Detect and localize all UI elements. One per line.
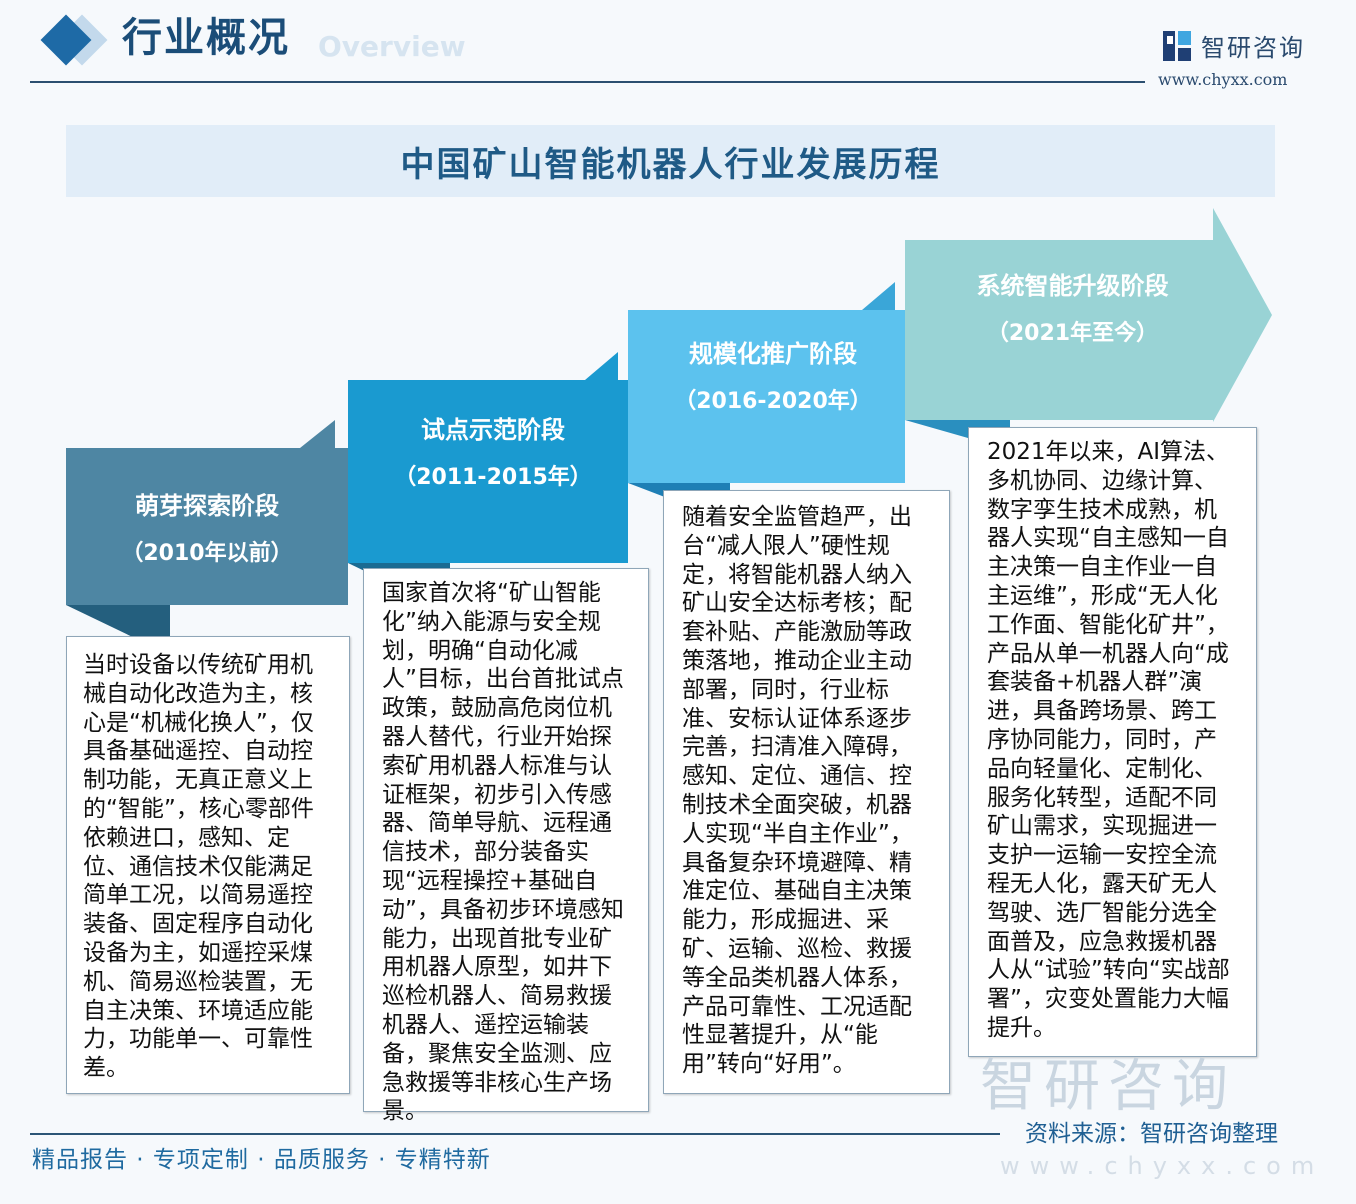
- stage-4-period: （2021年至今）: [986, 321, 1159, 346]
- stage-4-description: 2021年以来，AI算法、多机协同、边缘计算、数字孪生技术成熟，机器人实现“自主…: [987, 439, 1230, 1041]
- chart-title-band: 中国矿山智能机器人行业发展历程: [66, 125, 1275, 197]
- watermark-url: www.chyxx.com: [1000, 1152, 1325, 1180]
- stage-2-label: 试点示范阶段 （2011-2015年）: [348, 380, 638, 563]
- stage-1-top-tab: [300, 420, 335, 448]
- stage-1-description-box: 当时设备以传统矿用机械自动化改造为主，核心是“机械化换人”，仅具备基础遥控、自动…: [66, 636, 350, 1094]
- stage-1-name: 萌芽探索阶段: [135, 492, 279, 520]
- brand-url: www.chyxx.com: [1158, 70, 1288, 89]
- header-subtitle: Overview: [318, 30, 466, 63]
- brand-logo-icon: [1163, 30, 1191, 61]
- stage-1-label: 萌芽探索阶段 （2010年以前）: [66, 448, 348, 605]
- stage-2-shape: [348, 380, 628, 563]
- stage-4-name: 系统智能升级阶段: [976, 272, 1169, 300]
- stage-4-arrow: [905, 208, 1272, 422]
- stage-staircase: [66, 208, 1272, 655]
- stage-4-label: 系统智能升级阶段 （2021年至今）: [905, 240, 1240, 420]
- stage-3-name: 规模化推广阶段: [689, 340, 857, 368]
- header-title: 行业概况: [122, 15, 290, 61]
- brand-logo: 智研咨询: [1163, 28, 1305, 63]
- source-note: 资料来源：智研咨询整理: [1025, 1121, 1278, 1147]
- stage-3-label: 规模化推广阶段 （2016-2020年）: [628, 310, 918, 483]
- header-divider: [30, 81, 1145, 83]
- stage-2-description: 国家首次将“矿山智能化”纳入能源与安全规划，明确“自动化减人”目标，出台首批试点…: [382, 580, 624, 1125]
- stage-4-description-box: 2021年以来，AI算法、多机协同、边缘计算、数字孪生技术成熟，机器人实现“自主…: [968, 427, 1257, 1057]
- footer-divider: [30, 1133, 1000, 1135]
- stage-1-description: 当时设备以传统矿用机械自动化改造为主，核心是“机械化换人”，仅具备基础遥控、自动…: [83, 652, 314, 1082]
- stage-3-shape: [628, 310, 905, 483]
- brand-name: 智研咨询: [1201, 34, 1305, 62]
- stage-3-period: （2016-2020年）: [674, 389, 872, 414]
- chart-title: 中国矿山智能机器人行业发展历程: [400, 144, 941, 185]
- stage-3-description: 随着安全监管趋严，出台“减人限人”硬性规定，将智能机器人纳入矿山安全达标考核；配…: [682, 504, 913, 1078]
- watermark: 智研咨询: [980, 1054, 1236, 1119]
- stage-2-name: 试点示范阶段: [421, 416, 565, 444]
- stage-3-top-tab: [862, 282, 895, 310]
- stage-1-period: （2010年以前）: [121, 541, 293, 566]
- stage-2-top-tab: [585, 352, 618, 380]
- stage-1-shape: [66, 448, 348, 605]
- stage-2-description-box: 国家首次将“矿山智能化”纳入能源与安全规划，明确“自动化减人”目标，出台首批试点…: [363, 568, 649, 1124]
- stage-3-description-box: 随着安全监管趋严，出台“减人限人”硬性规定，将智能机器人纳入矿山安全达标考核；配…: [663, 490, 950, 1094]
- stage-2-period: （2011-2015年）: [394, 465, 592, 490]
- footer-slogan: 精品报告 · 专项定制 · 品质服务 · 专精特新: [32, 1147, 491, 1173]
